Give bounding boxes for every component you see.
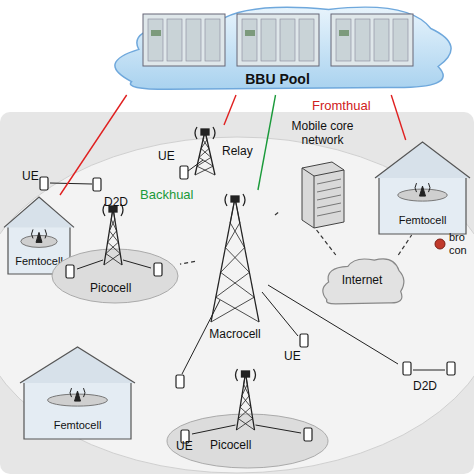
d2d-link: [413, 370, 445, 371]
macro-shape: [195, 190, 275, 345]
device-label: UE: [284, 350, 301, 364]
ue-link: [188, 160, 203, 171]
pico-tower: [236, 369, 256, 430]
network-node: Picocell: [50, 200, 180, 305]
radio-links: [77, 260, 151, 269]
house-roof: [20, 347, 135, 383]
phone-icon: [403, 362, 411, 375]
network-link: [275, 211, 280, 215]
device-label: bro con: [449, 231, 471, 256]
node-label: Femtocell: [15, 255, 63, 268]
phone-icon: [93, 178, 101, 191]
phone-icon: [40, 177, 48, 190]
pico-coverage: [52, 249, 178, 303]
node-label: Internet: [342, 274, 383, 288]
node-label: BBU Pool: [245, 71, 310, 87]
node-label: Mobile core network: [280, 120, 365, 148]
device-label: UE: [158, 150, 175, 164]
network-link: [317, 230, 336, 255]
network-node: BBU Pool: [95, 0, 460, 95]
haul-link: [224, 95, 236, 125]
phone-icon: [176, 375, 184, 388]
network-link: [398, 235, 411, 255]
server-rack: [331, 14, 413, 66]
haul-link: [391, 95, 405, 140]
phone-icon: [154, 263, 162, 276]
house-roof: [4, 197, 74, 227]
cloud-shape: [115, 7, 451, 89]
node-label: Femtocell: [399, 214, 447, 227]
pico-coverage: [167, 414, 328, 468]
macro-tower: [211, 194, 259, 322]
macro-coverage: [0, 137, 474, 473]
server-rack: [143, 14, 225, 66]
femto-antenna: [415, 183, 430, 196]
phone-icon: [300, 334, 308, 347]
network-node: Femtocell: [20, 345, 135, 440]
relay-tower: [195, 127, 215, 175]
phone-icon: [447, 362, 455, 375]
server-rack: [237, 14, 319, 66]
phone-icon: [66, 265, 74, 278]
ue-link: [262, 292, 298, 336]
network-node: Femtocell: [375, 140, 470, 235]
device-label: D2D: [413, 380, 437, 394]
server-box: [302, 162, 344, 228]
pico-shape: [165, 365, 330, 470]
haul-link: [60, 95, 127, 195]
network-node: Picocell: [165, 365, 330, 470]
house-outline: [24, 381, 131, 439]
node-label: Picocell: [210, 439, 251, 453]
haul-link: [258, 95, 276, 190]
node-label: Femtocell: [54, 419, 102, 432]
internet-cloud: [323, 259, 404, 304]
d2d-link: [50, 183, 92, 184]
femto-antenna: [32, 229, 47, 242]
network-node: Macrocell: [195, 190, 275, 345]
phone-icon: [180, 166, 188, 179]
device-label: UE: [22, 170, 39, 184]
house-roof: [375, 142, 470, 178]
router-icon: [435, 239, 445, 249]
node-label: Picocell: [90, 282, 131, 296]
link-label: Backhual: [140, 188, 193, 203]
phone-icon: [304, 428, 312, 441]
device-label: D2D: [104, 196, 128, 210]
radio-links: [192, 425, 301, 434]
network-node: Relay: [190, 125, 260, 180]
device-label: UE: [176, 440, 193, 454]
femto-antenna: [70, 388, 85, 401]
network-link: [180, 261, 195, 264]
node-label: Macrocell: [209, 328, 260, 342]
link-label: Fromthual: [312, 99, 371, 114]
pico-tower: [103, 204, 123, 265]
node-label: Relay: [222, 145, 253, 159]
network-node: Internet: [318, 255, 406, 307]
network-node: Mobile core network: [280, 118, 368, 230]
house-outline: [379, 176, 466, 234]
